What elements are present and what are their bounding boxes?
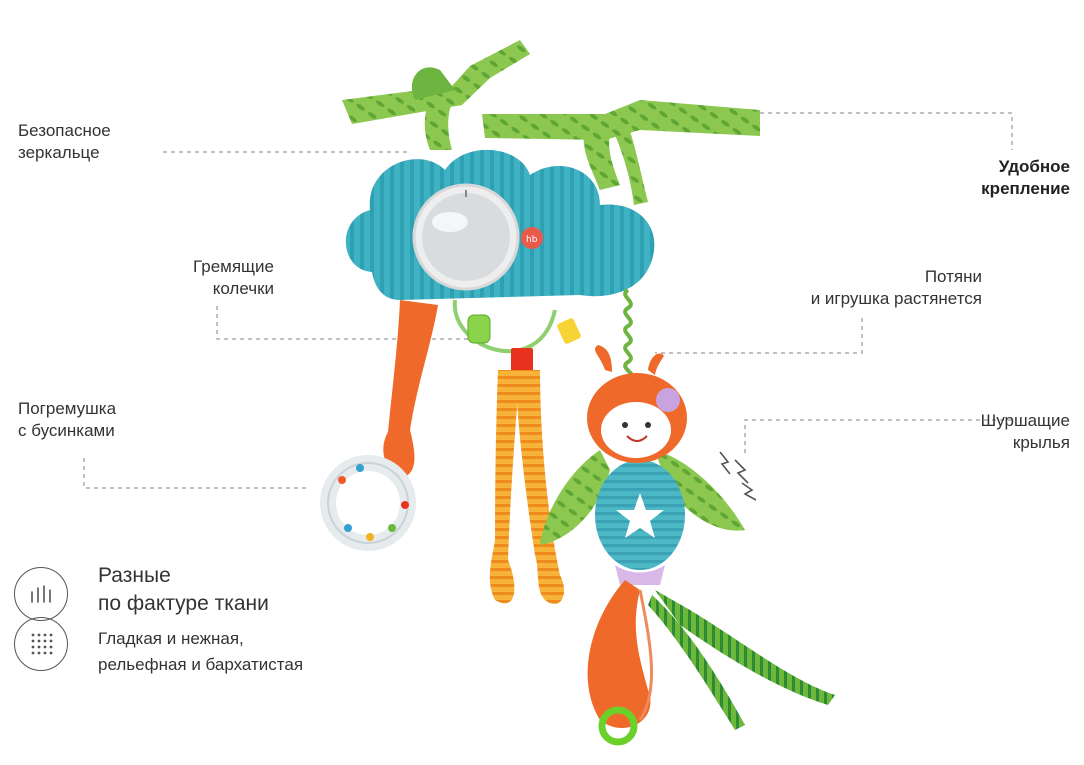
bug-toy: [540, 345, 835, 746]
feature-description: Гладкая и нежная,рельефная и бархатистая: [98, 629, 304, 674]
dotted-texture-icon: [14, 617, 68, 671]
leader-rings: [216, 306, 470, 340]
brand-tag: [521, 227, 543, 249]
leader-rattle: [83, 458, 310, 489]
leader-stretch: [655, 318, 863, 354]
mirror: [412, 183, 520, 291]
striped-tails: [489, 370, 565, 604]
leader-lines: [83, 112, 1013, 489]
rustle-icon: [719, 451, 757, 501]
leader-wings: [744, 419, 1012, 453]
leader-mount: [760, 112, 1013, 150]
ring-rattle: [320, 300, 438, 551]
brand-tag-mark: hb: [526, 235, 538, 245]
stretch-cord: [623, 288, 636, 382]
mount-ribbons: [342, 40, 760, 205]
rattle-rings: [452, 299, 581, 376]
ribbed-texture-icon: [14, 567, 68, 621]
